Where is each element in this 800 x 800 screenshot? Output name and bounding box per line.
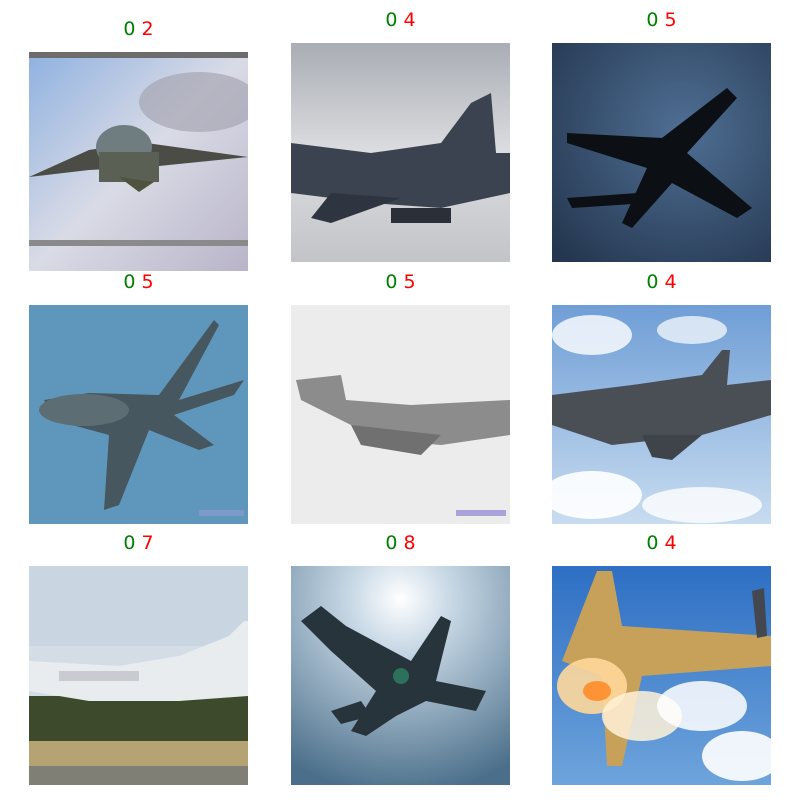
true-label: 0 — [646, 271, 659, 293]
cell-label: 0 4 — [552, 271, 771, 293]
airplane-image — [29, 305, 248, 524]
predicted-label: 4 — [664, 532, 677, 554]
true-label: 0 — [123, 271, 136, 293]
predicted-label: 2 — [141, 18, 154, 40]
cell-label: 0 4 — [291, 9, 510, 31]
predicted-label: 5 — [403, 271, 416, 293]
predicted-label: 8 — [403, 532, 416, 554]
true-label: 0 — [385, 532, 398, 554]
cell-label: 0 7 — [29, 532, 248, 554]
true-label: 0 — [646, 532, 659, 554]
airplane-image — [291, 43, 510, 262]
true-label: 0 — [385, 9, 398, 31]
cell-label: 0 8 — [291, 532, 510, 554]
true-label: 0 — [123, 18, 136, 40]
predicted-label: 5 — [664, 9, 677, 31]
airplane-image — [552, 305, 771, 524]
predicted-label: 7 — [141, 532, 154, 554]
true-label: 0 — [123, 532, 136, 554]
cell-label: 0 5 — [29, 271, 248, 293]
airplane-image — [552, 43, 771, 262]
airplane-image — [291, 305, 510, 524]
cell-label: 0 5 — [552, 9, 771, 31]
airplane-image — [552, 566, 771, 785]
airplane-image — [291, 566, 510, 785]
true-label: 0 — [385, 271, 398, 293]
airplane-image — [29, 566, 248, 785]
cell-label: 0 4 — [552, 532, 771, 554]
airplane-image — [29, 52, 248, 271]
predicted-label: 5 — [141, 271, 154, 293]
predicted-label: 4 — [403, 9, 416, 31]
cell-label: 0 5 — [291, 271, 510, 293]
true-label: 0 — [646, 9, 659, 31]
cell-label: 0 2 — [29, 18, 248, 40]
predicted-label: 4 — [664, 271, 677, 293]
